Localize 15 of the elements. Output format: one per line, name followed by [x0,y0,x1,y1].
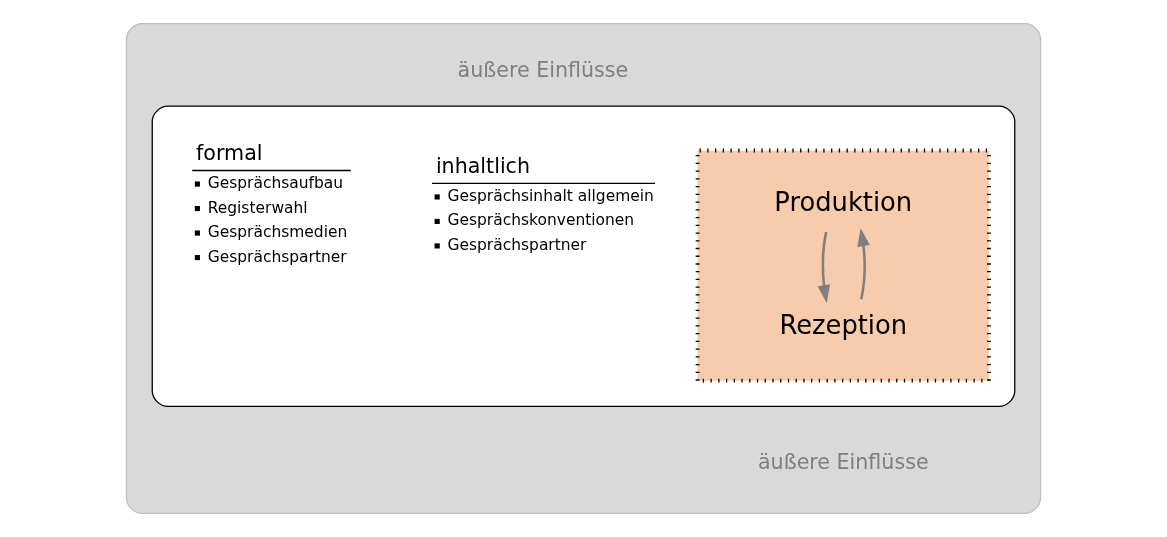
arrow [857,228,870,300]
label: Gesprächspartner [207,247,347,266]
label: Gesprächspartner [447,235,587,254]
arrow [817,231,831,304]
label: Registerwahl [207,198,308,217]
label: inhaltlich [435,153,531,178]
cluster [151,105,1016,408]
node-text: Produktion [774,186,913,217]
node-text: Rezeption [779,309,908,340]
cluster [695,148,991,383]
label: Gesprächskonventionen [447,211,635,230]
label: Gesprächsaufbau [207,174,344,193]
label: Gesprächsmedien [207,223,348,242]
label: formal [196,140,263,165]
label: Gesprächsinhalt allgemein [447,186,654,205]
